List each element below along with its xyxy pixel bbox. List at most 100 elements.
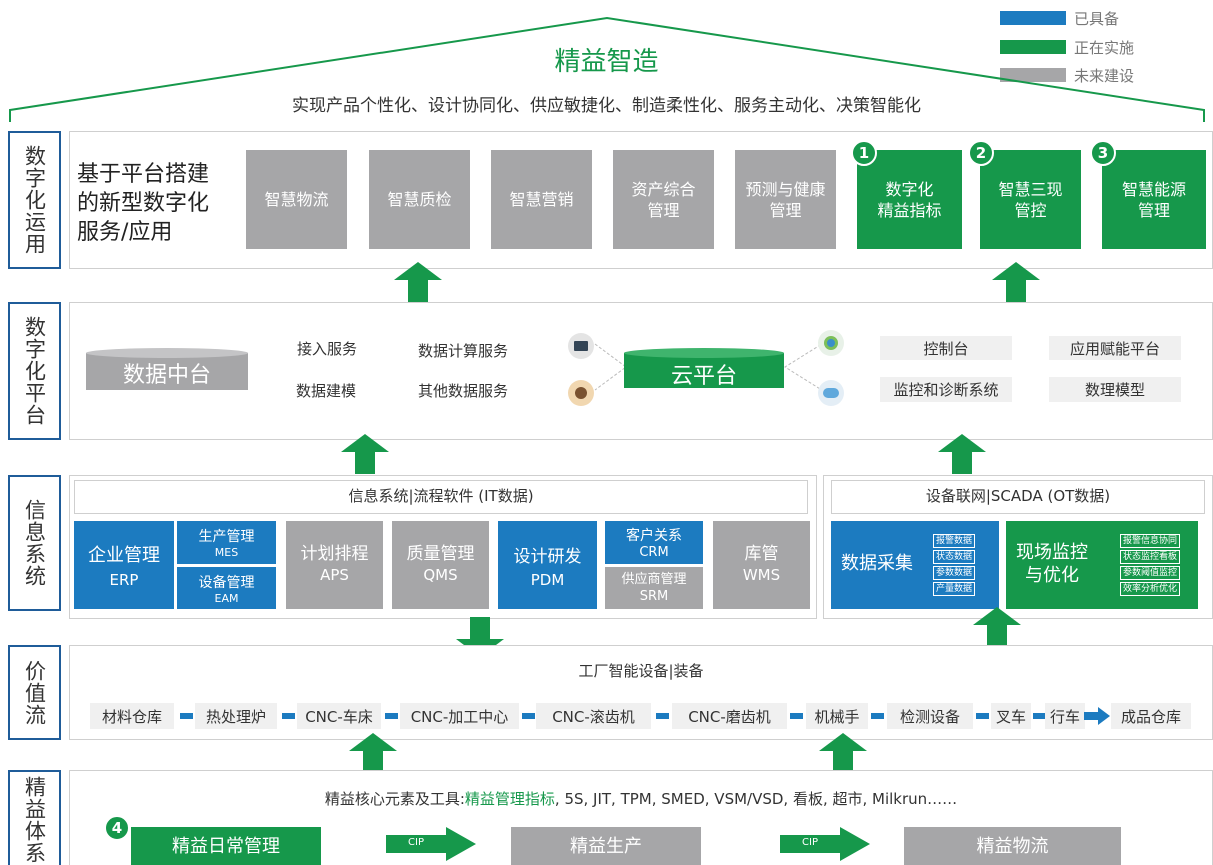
- step-cnc-machining-center: CNC-加工中心: [400, 703, 519, 729]
- tag-alarm-data: 报警数据: [933, 534, 976, 548]
- applications-heading-line: 基于平台搭建: [77, 162, 210, 187]
- row-label-digital-application: 数字化运用: [8, 131, 61, 269]
- service-modeling: 数据建模: [296, 382, 357, 400]
- badge-2: 2: [968, 140, 994, 166]
- user-icon: [568, 380, 594, 406]
- platform-app-enablement: 应用赋能平台: [1049, 336, 1181, 360]
- step-material-warehouse: 材料仓库: [90, 703, 174, 729]
- app-digital-lean-kpi-line2: 精益指标: [877, 200, 942, 220]
- step-cnc-grinding: CNC-磨齿机: [672, 703, 787, 729]
- lean-tools-prefix: 精益核心元素及工具:: [324, 790, 465, 808]
- legend-label-future: 未来建设: [1074, 67, 1135, 85]
- system-aps-name: 计划排程: [300, 544, 369, 564]
- lean-tools-rest: , 5S, JIT, TPM, SMED, VSM/VSD, 看板, 超市, M…: [554, 790, 958, 808]
- data-collection-title: 数据采集: [841, 553, 913, 574]
- arrow-up-lean-to-value-stream-left: [349, 733, 397, 773]
- data-collection-box: 数据采集 报警数据 状态数据 参数数据 产量数据: [831, 521, 999, 609]
- system-crm: 客户关系 CRM: [605, 521, 703, 564]
- cip-arrow-2: [780, 827, 870, 861]
- system-srm-name: 供应商管理: [621, 572, 687, 587]
- legend-label-existing: 已具备: [1074, 10, 1120, 28]
- platform-math-model: 数理模型: [1049, 377, 1181, 402]
- system-wms: 库管 WMS: [713, 521, 810, 609]
- service-compute: 数据计算服务: [418, 342, 509, 360]
- service-access: 接入服务: [297, 340, 358, 358]
- arrow-up-value-stream-to-ot: [973, 607, 1021, 647]
- cip-label-2: CIP: [802, 837, 818, 848]
- legend-swatch-in-progress: [1000, 40, 1066, 54]
- value-stream-title: 工厂智能设备|装备: [578, 662, 704, 680]
- tag-efficiency-analysis: 效率分析优化: [1120, 582, 1181, 596]
- platform-console: 控制台: [880, 336, 1012, 360]
- field-monitoring-line1: 现场监控: [1016, 542, 1088, 563]
- arrow-up-platform-to-apps-right: [992, 262, 1040, 302]
- system-qms-name: 质量管理: [406, 544, 475, 564]
- lean-logistics: 精益物流: [904, 827, 1121, 865]
- ot-title: 设备联网|SCADA (OT数据): [831, 480, 1205, 514]
- app-smart-energy-line1: 智慧能源: [1121, 179, 1186, 199]
- system-eam: 设备管理 EAM: [177, 567, 276, 609]
- lean-production: 精益生产: [511, 827, 701, 865]
- system-wms-name: 库管: [744, 544, 779, 564]
- system-pdm-code: PDM: [530, 570, 565, 589]
- connector: [656, 713, 669, 719]
- field-monitoring-box: 现场监控 与优化 报警信息协同 状态监控看板 参数阈值监控 效率分析优化: [1006, 521, 1198, 609]
- app-smart-logistics: 智慧物流: [246, 150, 347, 249]
- connector: [871, 713, 884, 719]
- system-wms-code: WMS: [742, 566, 781, 584]
- field-monitoring-tags: 报警信息协同 状态监控看板 参数阈值监控 效率分析优化: [1120, 533, 1181, 597]
- app-smart-energy-line2: 管理: [1137, 200, 1170, 220]
- row-label-digital-platform: 数字化平台: [8, 302, 61, 440]
- system-pdm: 设计研发 PDM: [498, 521, 597, 609]
- app-asset-management-line2: 管理: [647, 200, 680, 220]
- cloud-connectors: [594, 341, 826, 393]
- tag-output-data: 产量数据: [933, 582, 976, 596]
- badge-4: 4: [104, 815, 130, 841]
- roof-title: 精益智造: [554, 47, 659, 77]
- lean-tools-highlight: 精益管理指标: [464, 790, 555, 808]
- field-monitoring-line2: 与优化: [1025, 565, 1079, 586]
- step-cnc-hobbing: CNC-滚齿机: [536, 703, 651, 729]
- app-smart-inspection: 智慧质检: [369, 150, 470, 249]
- step-cnc-lathe: CNC-车床: [297, 703, 381, 729]
- badge-3: 3: [1090, 140, 1116, 166]
- system-aps: 计划排程 APS: [286, 521, 383, 609]
- applications-heading-line: 的新型数字化: [77, 191, 210, 216]
- app-asset-management-line1: 资产综合: [631, 179, 696, 199]
- tag-threshold-monitor: 参数阈值监控: [1120, 566, 1181, 580]
- system-mes-code: MES: [214, 546, 239, 559]
- system-qms: 质量管理 QMS: [392, 521, 489, 609]
- cloud-rain-icon: [818, 380, 844, 406]
- connector: [282, 713, 295, 719]
- tag-alarm-collab: 报警信息协同: [1120, 534, 1181, 548]
- app-phm-line1: 预测与健康: [745, 179, 826, 199]
- app-smart-marketing: 智慧营销: [491, 150, 592, 249]
- step-heat-treatment: 热处理炉: [195, 703, 277, 729]
- arrow-right-to-finished-warehouse: [1084, 707, 1110, 725]
- data-center-label: 数据中台: [122, 363, 211, 388]
- arrow-up-platform-to-apps-left: [394, 262, 442, 302]
- it-title: 信息系统|流程软件 (IT数据): [74, 480, 808, 514]
- system-qms-code: QMS: [423, 566, 458, 584]
- connector: [522, 713, 535, 719]
- step-crane: 行车: [1045, 703, 1085, 729]
- step-inspection: 检测设备: [887, 703, 973, 729]
- connector: [790, 713, 803, 719]
- connector: [976, 713, 989, 719]
- cloud-platform-label: 云平台: [670, 364, 737, 389]
- system-srm-code: SRM: [639, 589, 669, 604]
- tag-status-data: 状态数据: [933, 550, 976, 564]
- arrow-up-info-to-platform-left: [341, 434, 389, 474]
- app-digital-lean-kpi-line1: 数字化: [885, 179, 934, 199]
- legend-swatch-future: [1000, 68, 1066, 82]
- system-erp: 企业管理 ERP: [74, 521, 174, 609]
- step-forklift: 叉车: [991, 703, 1031, 729]
- globe-icon: [818, 330, 844, 356]
- system-aps-code: APS: [320, 566, 349, 584]
- connector: [385, 713, 398, 719]
- field-monitoring-title: 现场监控 与优化: [1016, 541, 1088, 587]
- app-phm-line2: 管理: [769, 200, 802, 220]
- data-collection-tags: 报警数据 状态数据 参数数据 产量数据: [933, 533, 976, 597]
- cip-arrow-1: [386, 827, 476, 861]
- system-eam-name: 设备管理: [198, 574, 255, 591]
